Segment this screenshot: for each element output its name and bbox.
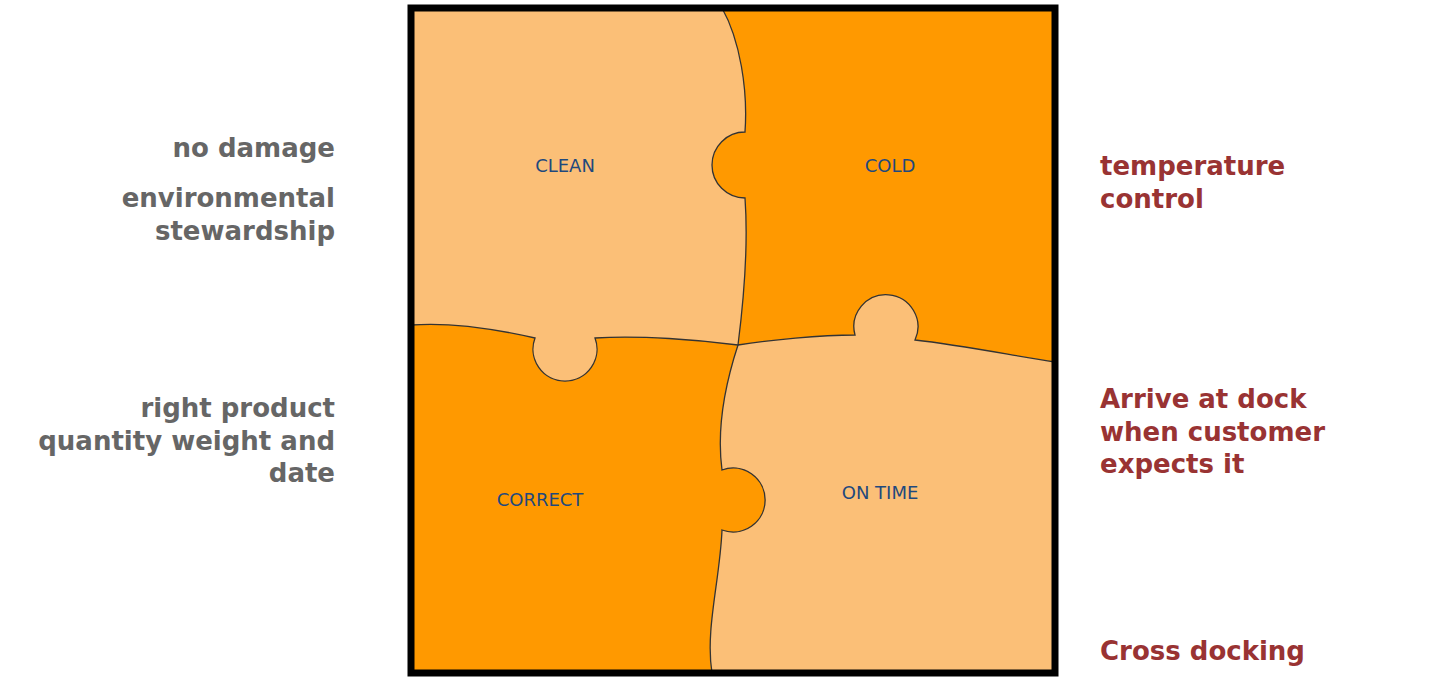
piece-label: ON TIME [835, 477, 925, 509]
side-note: right product quantity weight and date [35, 392, 335, 490]
puzzle-frame [411, 8, 1055, 673]
light-pieces [411, 8, 1055, 673]
puzzle-piece: ON TIME [825, 471, 935, 515]
side-note: Arrive at dock when customer expects it [1100, 383, 1380, 481]
piece-label: COLD [845, 150, 935, 182]
cold-piece [712, 8, 1055, 362]
side-note: no damage [35, 132, 335, 165]
puzzle-piece: CORRECT [485, 478, 595, 522]
correct-piece [411, 324, 765, 673]
piece-label: CORRECT [495, 484, 585, 516]
side-note: environmental stewardship [35, 182, 335, 247]
puzzle-piece: CLEAN [510, 144, 620, 188]
puzzle-piece: COLD [835, 144, 945, 188]
side-note: temperature control [1100, 150, 1380, 215]
piece-label: CLEAN [520, 150, 610, 182]
side-note: Cross docking [1100, 635, 1380, 668]
